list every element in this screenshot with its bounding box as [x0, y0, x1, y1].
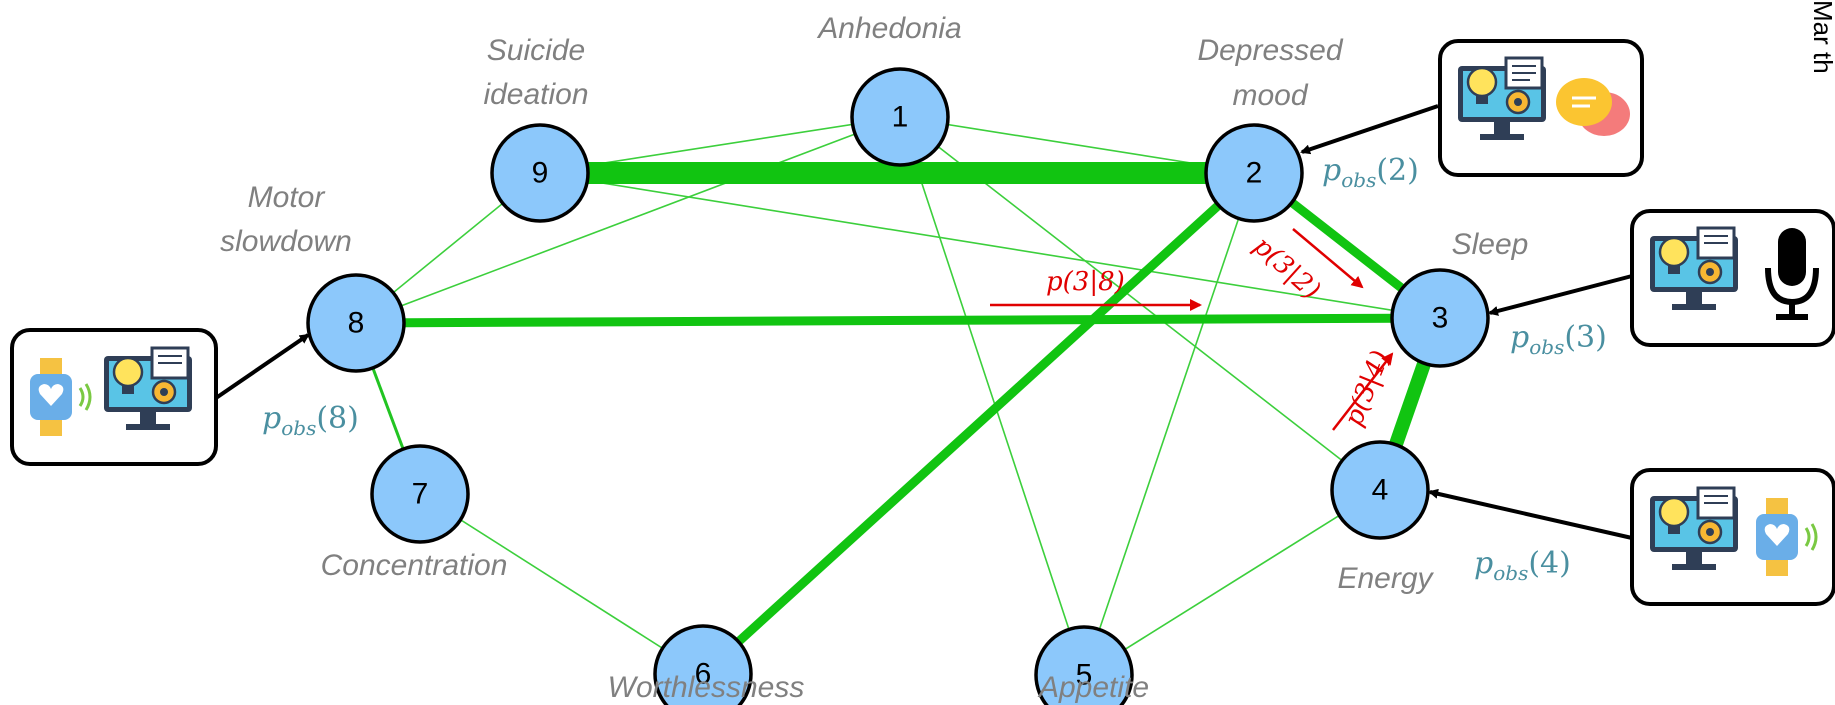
label-appetite: Appetite [1037, 671, 1149, 704]
label-sleep: Sleep [1452, 228, 1529, 261]
corner-text: Mar th [1808, 0, 1835, 74]
label-p-3-8: p(3|8) [1046, 267, 1125, 297]
chat-bubbles-icon [1556, 78, 1630, 136]
label-p-3-4: p(3|4) [1339, 346, 1396, 430]
node-8[interactable]: 8 [306, 273, 406, 373]
computer-icon [1650, 226, 1738, 310]
computer-icon [1458, 56, 1546, 140]
label-suicide-ideation-1: Suicide [487, 34, 585, 67]
label-motor-slowdown-2: slowdown [220, 225, 352, 258]
label-p-3-2: p(3|2) [1247, 231, 1326, 306]
node-3[interactable]: 3 [1390, 268, 1490, 368]
pobs-2-label: pobs(2) [1322, 153, 1419, 192]
obs-arrow-2 [1300, 104, 1439, 155]
smartwatch-icon [30, 358, 92, 436]
pobs-8-label: pobs(8) [262, 401, 359, 440]
node-7[interactable]: 7 [370, 444, 470, 544]
node-2-number: 2 [1246, 157, 1263, 190]
node-5[interactable]: 5 [1034, 625, 1134, 705]
observation-labels: pobs(2) pobs(3) pobs(4) pobs(8) [262, 153, 1607, 585]
node-9[interactable]: 9 [490, 123, 590, 223]
node-4[interactable]: 4 [1330, 440, 1430, 540]
node-1-number: 1 [892, 101, 909, 134]
node-3-number: 3 [1432, 302, 1449, 335]
edge-7-6 [419, 493, 704, 675]
edge-5-4 [1083, 489, 1381, 676]
pobs-3-label: pobs(3) [1510, 320, 1607, 359]
edge-2-5 [1083, 172, 1255, 676]
node-4-number: 4 [1372, 474, 1389, 507]
edge-2-6 [699, 169, 1258, 678]
obs-arrow-8 [214, 333, 310, 400]
edge-9-3 [539, 172, 1441, 319]
source-box-2[interactable] [1438, 39, 1644, 177]
label-suicide-ideation-2: ideation [483, 78, 588, 111]
edge-8-3 [355, 313, 1441, 328]
node-1[interactable]: 1 [850, 67, 950, 167]
source-box-8[interactable] [10, 328, 218, 466]
smartwatch-icon [1756, 498, 1818, 576]
conditional-arrows: p(3|8) p(3|2) p(3|4) [990, 228, 1396, 431]
symptom-labels: Anhedonia Depressed mood Sleep Energy Ap… [220, 12, 1528, 704]
arrow-p-3-4 [1332, 352, 1394, 431]
obs-arrow-3 [1488, 274, 1633, 316]
node-6[interactable]: 6 [653, 624, 753, 705]
node-6-number: 6 [695, 658, 712, 691]
node-8-number: 8 [348, 307, 365, 340]
node-7-number: 7 [412, 478, 429, 511]
source-box-3[interactable] [1630, 209, 1835, 347]
arrow-p-3-2 [1292, 228, 1364, 289]
computer-icon [104, 346, 192, 430]
label-depressed-mood-1: Depressed [1197, 34, 1343, 67]
microphone-icon [1765, 228, 1819, 320]
source-box-4[interactable] [1630, 468, 1835, 606]
pobs-4-label: pobs(4) [1474, 546, 1571, 585]
label-concentration: Concentration [321, 549, 508, 582]
node-2[interactable]: 2 [1204, 123, 1304, 223]
edge-1-8 [355, 116, 901, 324]
computer-icon [1650, 486, 1738, 570]
node-9-number: 9 [532, 157, 549, 190]
label-worthlessness: Worthlessness [608, 671, 805, 704]
edge-1-5 [899, 116, 1085, 676]
label-energy: Energy [1337, 562, 1434, 595]
observation-arrows [214, 104, 1633, 540]
label-depressed-mood-2: mood [1232, 79, 1308, 112]
label-motor-slowdown-1: Motor [248, 181, 326, 214]
node-5-number: 5 [1076, 659, 1093, 692]
label-anhedonia: Anhedonia [816, 12, 961, 45]
nodes: 1 2 3 4 5 6 7 8 9 [306, 67, 1490, 705]
obs-arrow-4 [1428, 488, 1633, 540]
